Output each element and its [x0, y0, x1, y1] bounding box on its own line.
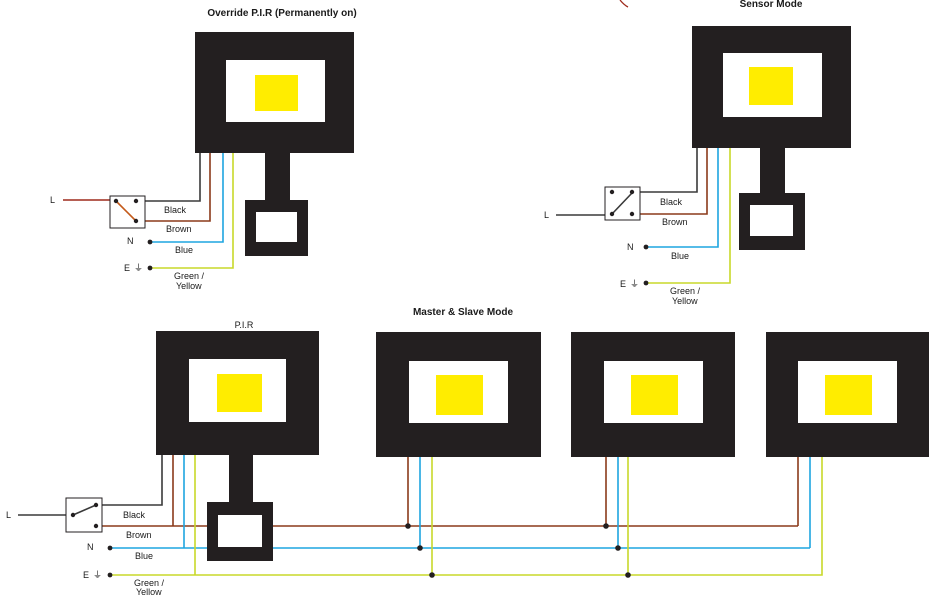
earth-label: E — [124, 263, 130, 273]
override-diagram: Override P.I.R (Permanently on) L N E ⏚ … — [50, 8, 357, 291]
wire-blue — [150, 153, 224, 243]
master-slave-diagram: Master & Slave Mode P.I.R — [6, 307, 929, 597]
switch-contact — [629, 189, 635, 195]
earth-icon: ⏚ — [134, 263, 143, 273]
led-chip — [436, 375, 483, 415]
earth-terminal — [107, 572, 113, 578]
switch-contact — [609, 211, 615, 217]
wire-brown — [634, 148, 708, 215]
neutral-terminal — [643, 244, 649, 250]
switch-contact — [609, 189, 615, 195]
wire-label-green-yellow-2: Yellow — [176, 281, 202, 291]
wire-black — [96, 455, 163, 506]
earth-label: E — [83, 570, 89, 580]
earth-label: E — [620, 279, 626, 289]
junction-dot — [615, 545, 621, 551]
switch-lever — [115, 200, 137, 222]
led-chip — [749, 67, 793, 105]
wire-label-black: Black — [123, 510, 146, 520]
junction-dot — [405, 523, 411, 529]
earth-icon: ⏚ — [630, 279, 639, 289]
led-chip — [631, 375, 678, 415]
junction-dot — [429, 572, 435, 578]
wire-label-green-yellow-2: Yellow — [672, 296, 698, 306]
switch-contact — [133, 198, 139, 204]
wire-label-blue: Blue — [175, 245, 193, 255]
wire-brown — [139, 153, 211, 222]
pir-stem — [760, 148, 785, 193]
switch-contact — [93, 502, 99, 508]
override-title: Override P.I.R (Permanently on) — [207, 8, 356, 19]
live-label: L — [544, 210, 549, 220]
pir-sensor-window — [218, 515, 262, 547]
led-chip — [217, 374, 262, 412]
wire-black — [634, 148, 698, 193]
wire-label-blue: Blue — [671, 251, 689, 261]
neutral-label: N — [127, 236, 134, 246]
wire-label-green-yellow: Green / — [174, 271, 205, 281]
junction-dot — [625, 572, 631, 578]
wire-label-brown: Brown — [126, 530, 152, 540]
sensor-title: Sensor Mode — [740, 0, 803, 10]
decorative-arc — [619, 0, 629, 8]
pir-stem — [265, 153, 290, 201]
pir-label: P.I.R — [235, 320, 254, 330]
switch-contact — [133, 218, 139, 224]
switch-contact — [113, 198, 119, 204]
switch-lever — [72, 504, 97, 516]
wire-blue — [646, 148, 719, 248]
pir-sensor-window — [256, 212, 297, 242]
neutral-terminal — [107, 545, 113, 551]
neutral-label: N — [627, 242, 634, 252]
switch-contact — [70, 512, 76, 518]
sensor-diagram: Sensor Mode L N E ⏚ Black Brown Blue Gre… — [544, 0, 851, 306]
neutral-terminal — [147, 239, 153, 245]
wire-green-yellow — [646, 148, 731, 284]
wire-label-black: Black — [660, 197, 683, 207]
earth-terminal — [147, 265, 153, 271]
wire-green-yellow — [110, 457, 823, 576]
switch-contact — [629, 211, 635, 217]
switch-lever — [611, 192, 633, 215]
junction-dot — [417, 545, 423, 551]
pir-stem — [229, 455, 253, 503]
junction-dot — [603, 523, 609, 529]
wire-label-green-yellow: Green / — [134, 578, 165, 588]
live-label: L — [6, 510, 11, 520]
wire-label-brown: Brown — [166, 224, 192, 234]
wire-label-blue: Blue — [135, 551, 153, 561]
neutral-label: N — [87, 542, 94, 552]
wire-label-black: Black — [164, 205, 187, 215]
wire-label-green-yellow: Green / — [670, 286, 701, 296]
earth-terminal — [643, 280, 649, 286]
master-slave-title: Master & Slave Mode — [413, 307, 513, 318]
live-label: L — [50, 195, 55, 205]
wire-green-yellow — [150, 153, 234, 269]
pir-sensor-window — [750, 205, 793, 236]
led-chip — [825, 375, 872, 415]
wire-label-brown: Brown — [662, 217, 688, 227]
switch-contact — [93, 523, 99, 529]
earth-icon: ⏚ — [93, 570, 102, 580]
wire-black — [139, 153, 201, 202]
wire-label-green-yellow-2: Yellow — [136, 587, 162, 597]
led-chip — [255, 75, 298, 111]
